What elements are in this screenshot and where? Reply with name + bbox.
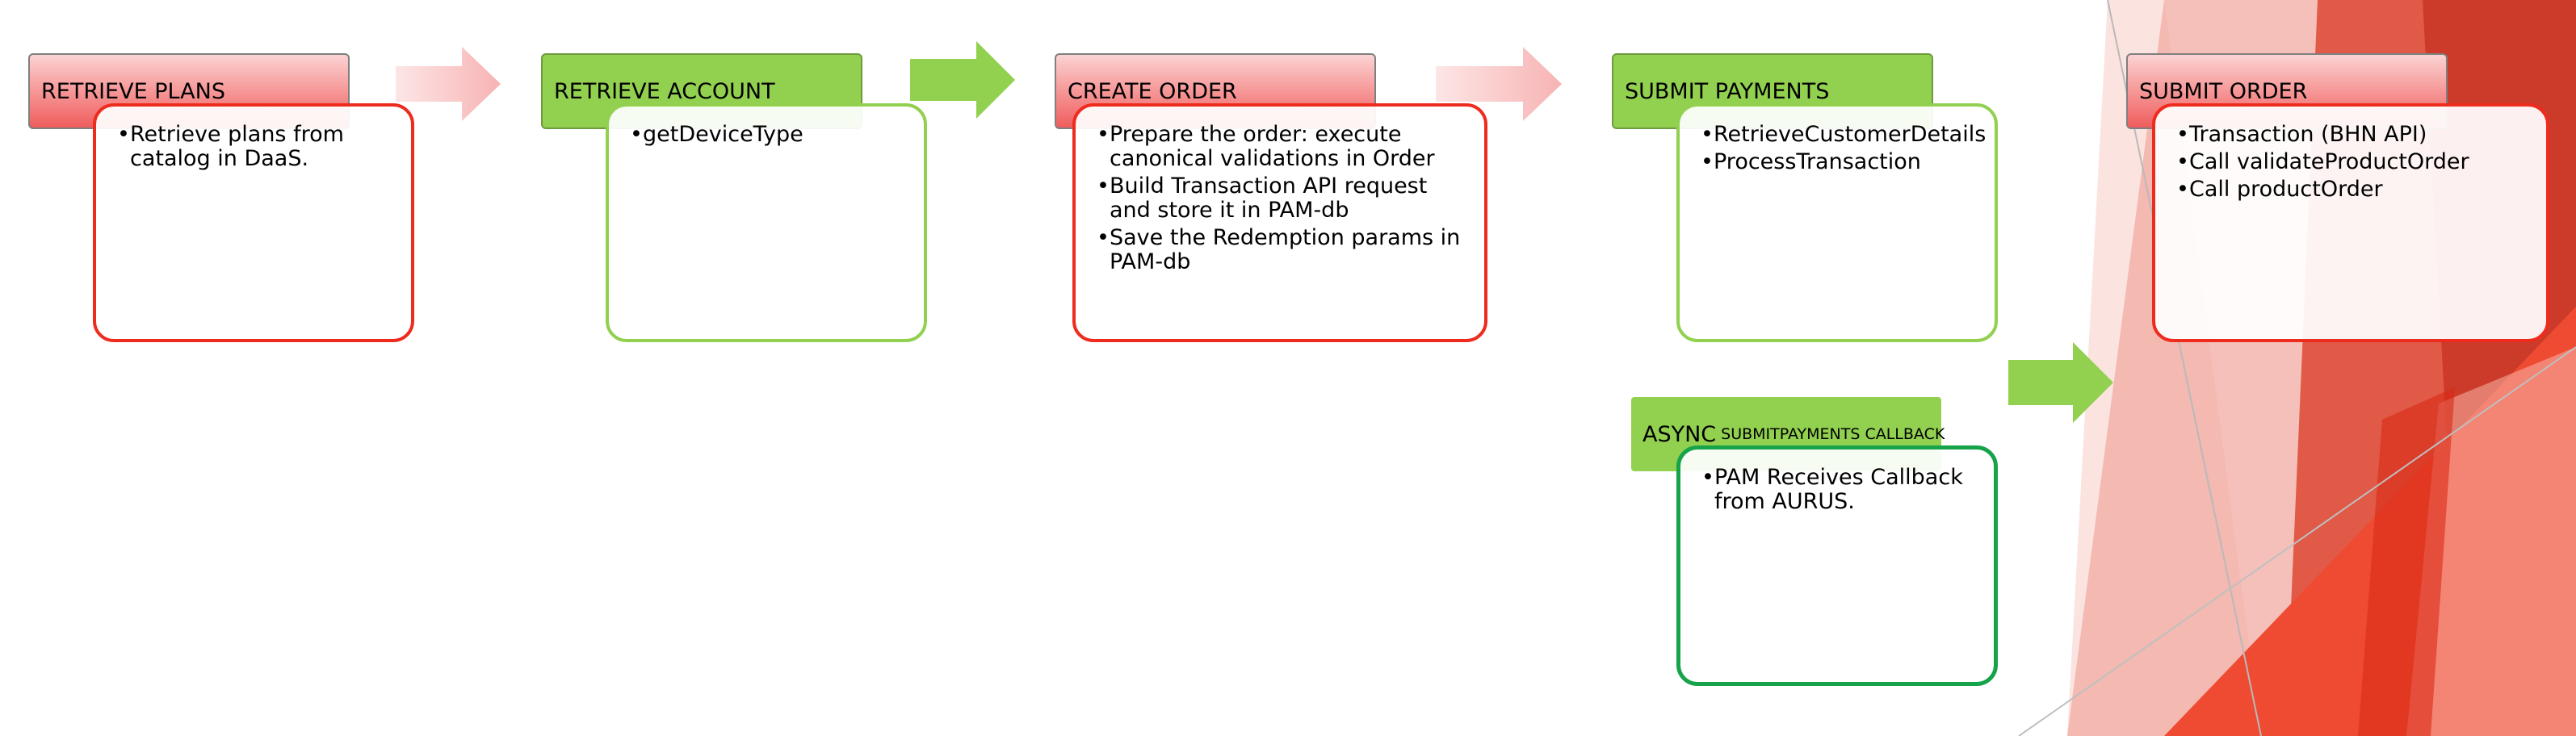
- step-title: SUBMIT ORDER: [2139, 78, 2308, 104]
- step-details-box: getDeviceType: [606, 103, 927, 342]
- bullet-item: PAM Receives Callback from AURUS.: [1701, 466, 1979, 514]
- bullet-item: Call validateProductOrder: [2176, 150, 2532, 175]
- bullet-item: Retrieve plans from catalog in DaaS.: [117, 123, 396, 171]
- bullet-item: ProcessTransaction: [1701, 150, 1980, 175]
- arrow-right-icon: [396, 47, 501, 121]
- step-title: RETRIEVE PLANS: [41, 78, 225, 104]
- step-title: SUBMIT PAYMENTS: [1625, 78, 1830, 104]
- arrow-right-icon: [2008, 342, 2113, 423]
- step-details-box: PAM Receives Callback from AURUS.: [1676, 445, 1998, 686]
- arrow-right-icon: [910, 41, 1015, 119]
- bullet-item: Prepare the order: execute canonical val…: [1097, 123, 1470, 171]
- step-details-box: Retrieve plans from catalog in DaaS.: [93, 103, 414, 342]
- bullet-item: Build Transaction API request and store …: [1097, 174, 1470, 223]
- bullet-item: Call productOrder: [2176, 178, 2532, 203]
- step-title: RETRIEVE ACCOUNT: [554, 78, 775, 104]
- arrow-right-icon: [1436, 47, 1562, 121]
- step-title: ASYNC: [1643, 421, 1717, 447]
- bullet-item: Save the Redemption params in PAM-db: [1097, 226, 1470, 274]
- bullet-item: Transaction (BHN API): [2176, 123, 2532, 148]
- step-subtitle: SUBMITPAYMENTS CALLBACK: [1721, 424, 1945, 443]
- step-title: CREATE ORDER: [1068, 78, 1237, 104]
- step-details-box: Transaction (BHN API) Call validateProdu…: [2152, 103, 2549, 342]
- step-details-box: Prepare the order: execute canonical val…: [1072, 103, 1487, 342]
- bullet-item: getDeviceType: [630, 123, 909, 148]
- bullet-item: RetrieveCustomerDetails: [1701, 123, 1986, 148]
- step-details-box: RetrieveCustomerDetails ProcessTransacti…: [1676, 103, 1998, 342]
